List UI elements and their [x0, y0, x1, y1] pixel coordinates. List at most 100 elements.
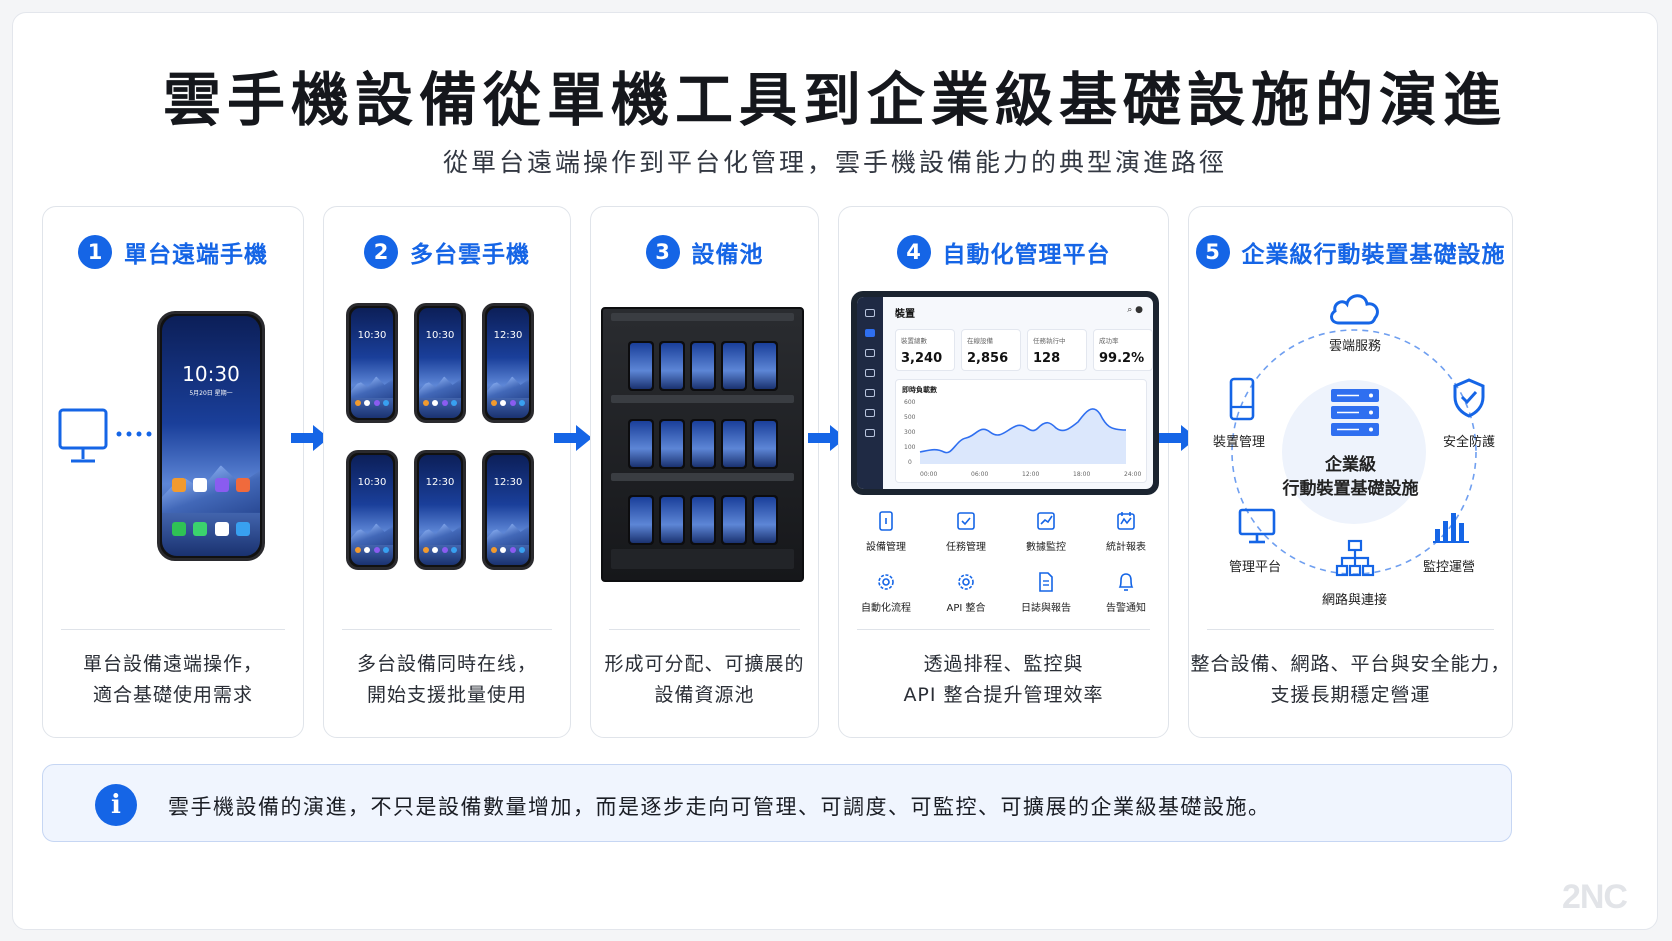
report-icon	[1117, 512, 1135, 530]
infra-center-label-1: 企業級	[1325, 455, 1376, 475]
phone-time: 12:30	[425, 477, 455, 488]
stage-desc-line: 開始支援批量使用	[366, 684, 527, 706]
y-tick: 500	[904, 414, 916, 421]
banner-text: 雲手機設備的演進，不只是設備數量增加，而是逐步走向可管理、可調度、可監控、可擴展…	[168, 795, 1271, 819]
x-tick: 00:00	[920, 471, 937, 478]
stage-number: 2	[364, 235, 398, 269]
stage-title: 自動化管理平台	[942, 242, 1111, 268]
stat-label: 在線設備	[967, 337, 993, 345]
stage-desc-line: 適合基礎使用需求	[92, 684, 253, 706]
stage-desc-line: 形成可分配、可擴展的	[604, 653, 805, 675]
stat-value: 99.2%	[1099, 351, 1145, 366]
stage-desc-line: 設備資源池	[654, 684, 755, 706]
feature-automation: 自動化流程	[851, 571, 921, 614]
stage-desc-line: 支援長期穩定營運	[1270, 684, 1431, 706]
connection-dots	[116, 431, 152, 437]
grid-phone: 10:30	[346, 450, 398, 570]
grid-phone: 12:30	[482, 303, 534, 423]
page-title: 雲手機設備從單機工具到企業級基礎設施的演進	[162, 66, 1507, 134]
network-icon	[1335, 539, 1375, 577]
stage-desc-line: 單台設備遠端操作，	[82, 653, 263, 675]
load-line	[919, 408, 1127, 454]
document-icon	[1039, 572, 1053, 592]
stage-title: 設備池	[691, 242, 764, 268]
load-chart: 即時負載數 600 500 300 100 0 00:00 06:00 12:0…	[895, 379, 1147, 483]
arrow-right-icon	[554, 425, 592, 451]
search-icon: ⌕ ●	[1127, 305, 1143, 315]
node-label-cloud: 雲端服務	[1329, 339, 1382, 354]
monitoring-icon	[1037, 512, 1055, 530]
node-label-monitoring: 監控運營	[1423, 560, 1476, 575]
stage-desc-line: 整合設備、網路、平台與安全能力，	[1190, 653, 1511, 675]
y-tick: 300	[904, 429, 916, 436]
x-tick: 24:00	[1124, 471, 1141, 478]
stage-description: 多台設備同時在线， 開始支援批量使用	[324, 649, 570, 711]
shield-icon	[1453, 378, 1485, 418]
feature-label: 任務管理	[946, 542, 986, 553]
stage-description: 單台設備遠端操作， 適合基礎使用需求	[43, 649, 303, 711]
phone-time: 12:30	[493, 477, 523, 488]
stage-header: 1 單台遠端手機	[43, 235, 303, 269]
feature-label: 自動化流程	[861, 603, 911, 614]
server-icon	[1331, 389, 1379, 436]
grid-phone: 10:30	[414, 303, 466, 423]
info-banner: i 雲手機設備的演進，不只是設備數量增加，而是逐步走向可管理、可調度、可監控、可…	[42, 764, 1512, 842]
stage-header: 5 企業級行動裝置基礎設施	[1189, 235, 1512, 269]
gear-icon	[958, 574, 974, 590]
stat-value: 2,856	[967, 351, 1009, 366]
stage-header: 3 設備池	[591, 235, 818, 269]
x-tick: 18:00	[1073, 471, 1090, 478]
device-icon	[879, 511, 893, 531]
gear-icon	[878, 574, 894, 590]
monitor-icon	[1238, 508, 1276, 544]
stage-card-1: 1 單台遠端手機 10:30 5月20日 星期一	[42, 206, 304, 738]
device-pool-rack	[601, 307, 804, 582]
card-divider	[857, 629, 1150, 630]
phone-time: 10:30	[357, 477, 387, 488]
feature-label: API 整合	[946, 603, 986, 614]
stage-desc-line: 透過排程、監控與	[923, 653, 1084, 675]
feature-label: 日誌與報告	[1021, 603, 1071, 614]
arrow-right-icon	[808, 425, 846, 451]
feature-logs-reports: 日誌與報告	[1011, 571, 1081, 614]
stage-desc-line: 多台設備同時在线，	[356, 653, 537, 675]
stat-label: 任務執行中	[1033, 337, 1066, 345]
feature-label: 告警通知	[1106, 603, 1146, 614]
info-icon: i	[95, 784, 137, 826]
checkbox-icon	[957, 512, 975, 530]
arrow-right-icon	[291, 425, 329, 451]
stat-value: 128	[1033, 351, 1061, 366]
feature-label: 數據監控	[1026, 542, 1066, 553]
bell-icon	[1118, 573, 1134, 591]
diagram-page: 雲手機設備從單機工具到企業級基礎設施的演進 從單台遠端操作到平台化管理，雲手機設…	[12, 12, 1658, 930]
phone-icon	[1229, 377, 1255, 421]
y-tick: 0	[908, 459, 912, 466]
watermark: 2NC	[1561, 878, 1628, 916]
arrow-right-icon	[1159, 425, 1197, 451]
grid-phone: 12:30	[414, 450, 466, 570]
stage-desc-line: API 整合提升管理效率	[903, 684, 1104, 706]
x-tick: 12:00	[1022, 471, 1039, 478]
y-tick: 100	[904, 444, 916, 451]
single-phone: 10:30 5月20日 星期一	[157, 311, 265, 561]
feature-data-monitoring: 數據監控	[1011, 510, 1081, 553]
dashboard-header: 裝置	[895, 309, 915, 320]
card-divider	[1207, 629, 1494, 630]
page-subtitle: 從單台遠端操作到平台化管理，雲手機設備能力的典型演進路徑	[442, 148, 1227, 177]
feature-statistics-report: 統計報表	[1091, 510, 1161, 553]
card-divider	[61, 629, 285, 630]
phone-time: 10:30	[425, 330, 455, 341]
stage-header: 2 多台雲手機	[324, 235, 570, 269]
feature-alerts: 告警通知	[1091, 571, 1161, 614]
card-divider	[609, 629, 800, 630]
node-label-security: 安全防護	[1443, 435, 1496, 450]
node-label-management-platform: 管理平台	[1229, 560, 1282, 575]
stage-header: 4 自動化管理平台	[839, 235, 1168, 269]
stat-value: 3,240	[901, 351, 943, 366]
stat-card: 在線設備 2,856	[961, 329, 1021, 371]
stage-title: 企業級行動裝置基礎設施	[1241, 242, 1506, 268]
feature-device-management: 設備管理	[851, 510, 921, 553]
